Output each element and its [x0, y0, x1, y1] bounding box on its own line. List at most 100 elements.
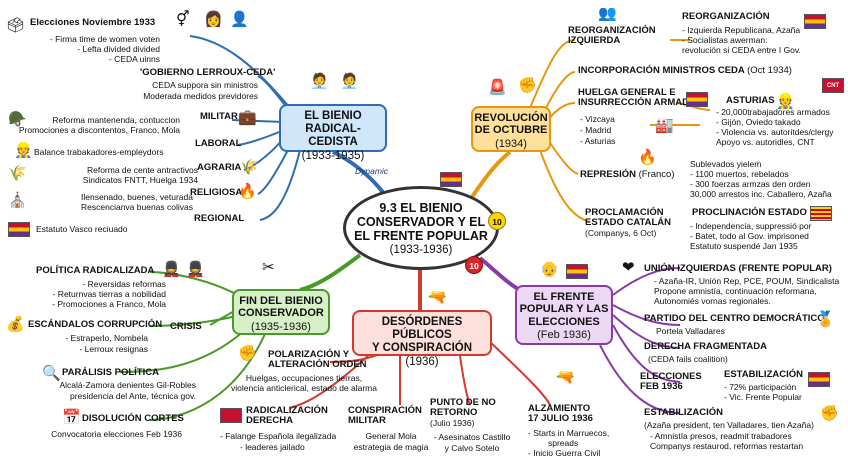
node-years: (1934) [495, 137, 527, 150]
militar-line: Promociones a discontentos, Franco, Mola [18, 125, 180, 135]
religiosa-line: Rescencianva buenas colivas [81, 202, 193, 212]
asturias-line: Apoyo vs. autoridles, CNT [716, 137, 815, 147]
crisis-heading: CRISIS [170, 321, 202, 332]
elecciones-1933-line: - CEDA uinns [108, 54, 160, 64]
fire-icon: 🔥 [238, 183, 257, 200]
heading-line: ELECCIONES [640, 371, 702, 382]
estabilizacion-heading: ESTABILIZACIÓN [644, 407, 723, 418]
central-title-line: 9.3 EL BIENIO [379, 201, 463, 215]
elecciones-line: - 72% participación [724, 382, 797, 392]
huelga-place: - Vizcaya [580, 114, 615, 124]
central-years: (1933-1936) [389, 244, 453, 256]
node-title: ELECCIONES [528, 315, 600, 328]
heading-line: HUELGA GENERAL E [578, 87, 676, 98]
militar-heading: MILITAR [200, 111, 238, 122]
militar-line: Reforma mantenenda, contuccion [52, 115, 180, 125]
represion-line: 30,000 arrestos inc. Caballero, Azaña [690, 189, 832, 199]
dynamic-label: Dynamic [355, 166, 389, 176]
derecha-heading: DERECHA FRAGMENTADA [644, 341, 767, 352]
heading-line: PROCLAMACIÓN [585, 207, 664, 218]
estabilizacion-line: - Amnistía presos, readmit trabadores [650, 431, 792, 441]
voters-icon: 👥 [598, 5, 617, 22]
represion-line: Sublevados yielem [690, 159, 762, 169]
catalan-line: - Independencia, suppressió por [690, 221, 812, 231]
node-bienio-radical-cedista: EL BIENIO RADICAL-CEDISTA (1933-1935) [279, 104, 387, 162]
represion-text: REPRESIÓN [580, 169, 636, 180]
politician-icon: 🧑‍💼 [310, 73, 329, 90]
reorg-line: - Izquierda Republicana, Azaña [682, 25, 801, 35]
central-title-line: CONSERVADOR Y EL [356, 215, 486, 229]
huelga-place: - Asturias [580, 136, 616, 146]
estabilizacion-line: Companys restaurod, reformas restartan [650, 441, 804, 451]
agraria-heading: AGRARIA [197, 162, 242, 173]
derecha-line: (CEDA fails coalition) [648, 354, 728, 364]
union-line: Autonomiés vornas regionales. [654, 296, 771, 306]
heading-line: RETORNO [430, 407, 478, 419]
incorporacion-note: (Oct 1934) [747, 65, 792, 76]
siren-icon: 🚨 [488, 79, 507, 96]
centro-heading: PARTIDO DEL CENTRO DEMOCRÁTICO [644, 313, 825, 324]
union-heading: UNIÓN IZQUIERDAS (FRENTE POPULAR) [644, 263, 832, 274]
alzamiento-line: - Starts in Marruecos, [528, 428, 610, 438]
catalan-line: Estatuto suspendé Jan 1935 [690, 241, 798, 251]
paralisis-line: presidencia del Ante, técnica gov. [69, 391, 196, 401]
conspiracion-heading: CONSPIRACIÓN MILITAR [348, 405, 434, 427]
node-revolucion-octubre: REVOLUCIÓN DE OCTUBRE (1934) [471, 106, 551, 152]
node-frente-popular: EL FRENTE POPULAR Y LAS ELECCIONES (Feb … [515, 285, 613, 345]
gobierno-line: Moderada medidos previdores [143, 91, 258, 101]
catalan-flag-icon [810, 206, 832, 221]
radicalizacion-line: - leaderes jailado [240, 442, 305, 452]
heading-line: RADICALIZACIÓN [246, 405, 328, 416]
reorg-izq-heading: REORGANIZACIÓN IZQUIERDA [568, 25, 668, 47]
badge-bottom: 10 [465, 256, 483, 274]
represion-line: - 300 foerzas armzas den orden [690, 179, 811, 189]
heading-line: PUNTO DE NO [430, 397, 496, 408]
node-years: (Feb 1936) [537, 328, 591, 341]
escandalos-heading: ESCÁNDALOS CORRUPCIÓN [28, 319, 163, 330]
huelga-place: - Madrid [580, 125, 612, 135]
radicalizacion-line: - Falange Española ilegalizada [220, 431, 337, 441]
flag-icon [808, 372, 830, 387]
incorporacion-heading: INCORPORACIÓN MINISTROS CEDA (Oct 1934) [578, 65, 792, 76]
soldier-cap-icon: 🪖 [8, 111, 27, 128]
radicalizacion-heading: RADICALIZACIÓN DERECHA [246, 405, 330, 427]
punto-note: (Julio 1936) [430, 417, 475, 428]
node-title: FIN DEL BIENIO [239, 295, 323, 307]
catalan-right-heading: PROCLINACIÓN ESTADO [692, 207, 807, 218]
node-title: Y CONSPIRACIÓN [371, 341, 473, 354]
catalan-heading: PROCLAMACIÓN ESTADO CATALÁN (Companys, 6… [585, 207, 681, 238]
catalan-note: (Companys, 6 Oct) [585, 227, 657, 238]
punto-heading: PUNTO DE NO RETORNO (Julio 1936) [430, 397, 514, 428]
alzamiento-line: spreads [548, 438, 579, 448]
gender-icon: ⚥ [176, 11, 190, 28]
workers-icon: 👷 [776, 93, 795, 110]
escandalos-line: - Estraperlo, Nombela [65, 333, 148, 343]
punto-line: - Asesinatos Castillo [433, 432, 511, 442]
laboral-heading: LABORAL [195, 138, 242, 149]
node-title: EL FRENTE [533, 291, 595, 303]
fist-icon: ✊ [820, 405, 839, 422]
polarizacion-line: Huelgas, occupaciones tierras, [245, 373, 363, 383]
paralisis-line: Alcalá-Zamora denientes Gil-Robles [59, 380, 196, 390]
elecciones-1933-heading: Elecciones Noviembre 1933 [30, 17, 156, 28]
crops-icon: 🌾 [8, 165, 27, 182]
heading-line: ALZAMIENTO [528, 403, 591, 414]
regional-heading: REGIONAL [194, 213, 245, 224]
centro-line: Portela Valladares [656, 326, 725, 336]
flag-icon [804, 14, 826, 29]
heading-line: IZQUIERDA [568, 35, 621, 47]
politica-heading: POLÍTICA RADICALIZADA [36, 265, 155, 276]
represion-heading: REPRESIÓN (Franco) [580, 169, 675, 180]
node-years: (1933-1935) [301, 149, 365, 162]
cnt-flag-icon: CNT [822, 78, 844, 93]
node-title: DESÓRDENES PÚBLICOS [381, 316, 463, 341]
fist-icon: ✊ [238, 345, 257, 362]
heading-line: MILITAR [348, 415, 386, 427]
politica-line: - Reversidas reformas [82, 279, 166, 289]
politica-line: - Promociones a Franco, Mola [52, 299, 166, 309]
badge-top: 10 [488, 212, 506, 230]
badge-icon: 🏅 [816, 311, 835, 328]
node-title: DE OCTUBRE [474, 124, 548, 137]
union-line: Propone amnistía, continuación reformana… [654, 286, 817, 296]
elecciones-1933-line: - Lefta divided divided [77, 44, 160, 54]
